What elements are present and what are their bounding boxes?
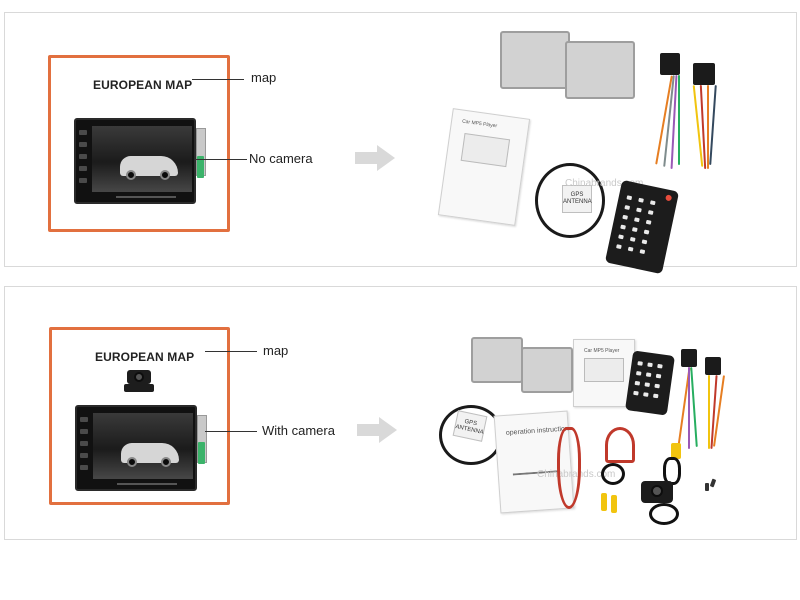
callout-line <box>205 431 257 432</box>
connector <box>198 442 205 464</box>
car-stereo-icon <box>74 118 196 204</box>
callout-line <box>195 159 247 160</box>
screw <box>705 483 709 491</box>
callout-line <box>192 79 244 80</box>
watermark: Chinabrands.com <box>565 178 644 189</box>
map-title: EUROPEAN MAP <box>93 78 193 92</box>
mounting-bracket <box>500 31 570 89</box>
mounting-bracket <box>471 337 523 383</box>
product-frame: EUROPEAN MAP <box>49 327 230 505</box>
map-title: EUROPEAN MAP <box>95 350 195 364</box>
callout-map: map <box>263 343 289 358</box>
manual-header: Car MP5 Player <box>461 118 498 130</box>
screw <box>709 478 717 488</box>
mounting-bracket <box>565 41 635 99</box>
callout-map: map <box>251 70 277 85</box>
wiring-harness <box>661 349 731 459</box>
manual-header: Car MP5 Player <box>584 348 620 354</box>
arrow-right-icon <box>355 145 395 171</box>
connector <box>197 156 204 178</box>
callout-line <box>205 351 257 352</box>
callout-camera: No camera <box>249 151 313 166</box>
remote-control <box>604 179 680 275</box>
video-cable <box>557 427 581 509</box>
callout-camera: With camera <box>262 423 335 438</box>
extension-cable <box>585 427 645 517</box>
mounting-bracket <box>521 347 573 393</box>
gps-antenna: GPS ANTENNA <box>562 185 592 213</box>
user-manual: Car MP5 Player <box>573 339 635 407</box>
package-panel-no-camera: EUROPEAN MAP map No camera <box>4 12 797 275</box>
gps-antenna-cable <box>535 163 605 238</box>
rear-camera <box>641 443 697 527</box>
arrow-right-icon <box>357 417 397 443</box>
wiring-harness <box>625 53 735 183</box>
car-stereo-icon <box>75 405 197 491</box>
product-frame: EUROPEAN MAP <box>48 55 230 232</box>
package-panel-with-camera: EUROPEAN MAP map With camera Car MP5 Pla… <box>4 286 797 540</box>
user-manual: Car MP5 Player <box>437 108 531 226</box>
rear-camera-icon <box>124 368 154 396</box>
